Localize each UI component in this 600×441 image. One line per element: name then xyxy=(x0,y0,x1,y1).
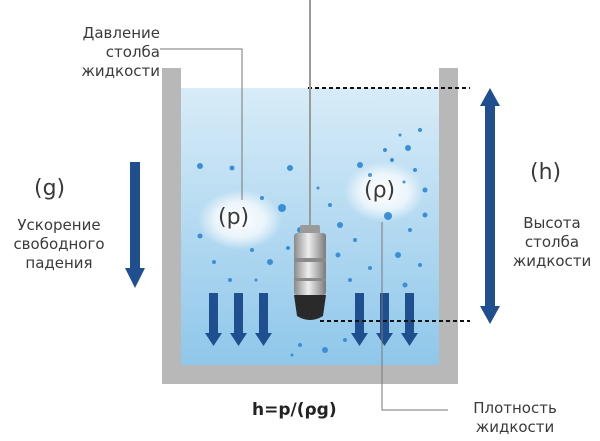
column-height-label: Высота столба жидкости xyxy=(512,214,592,270)
tank-right-wall xyxy=(439,68,458,384)
arrow-down-icon xyxy=(255,293,272,346)
arrow-down-icon xyxy=(376,293,393,346)
pressure-glow xyxy=(198,190,282,250)
column-pressure-leader xyxy=(160,48,243,200)
arrow-down-icon xyxy=(205,293,222,346)
arrow-down-icon xyxy=(401,293,418,346)
gravity-label: Ускорение свободного падения xyxy=(13,216,105,272)
pressure-symbol: (p) xyxy=(218,205,250,230)
tank-left-wall xyxy=(162,68,181,384)
density-label: Плотность жидкости xyxy=(473,399,557,436)
arrow-down-icon xyxy=(230,293,247,346)
density-glow xyxy=(344,162,424,222)
force-arrows xyxy=(205,293,418,346)
formula: h=p/(ρg) xyxy=(252,400,337,420)
pressure-sensor-icon xyxy=(294,225,326,320)
tank xyxy=(162,68,458,384)
arrow-down-icon xyxy=(351,293,368,346)
tank-bottom xyxy=(162,365,458,384)
density-symbol: (ρ) xyxy=(364,178,396,203)
gravity-arrow xyxy=(125,162,145,288)
gravity-symbol: (g) xyxy=(34,176,66,201)
column-pressure-label: Давление столба жидкости xyxy=(81,24,160,80)
double-arrow-vertical-icon xyxy=(480,88,500,324)
height-symbol: (h) xyxy=(530,160,562,185)
density-leader xyxy=(381,222,448,411)
